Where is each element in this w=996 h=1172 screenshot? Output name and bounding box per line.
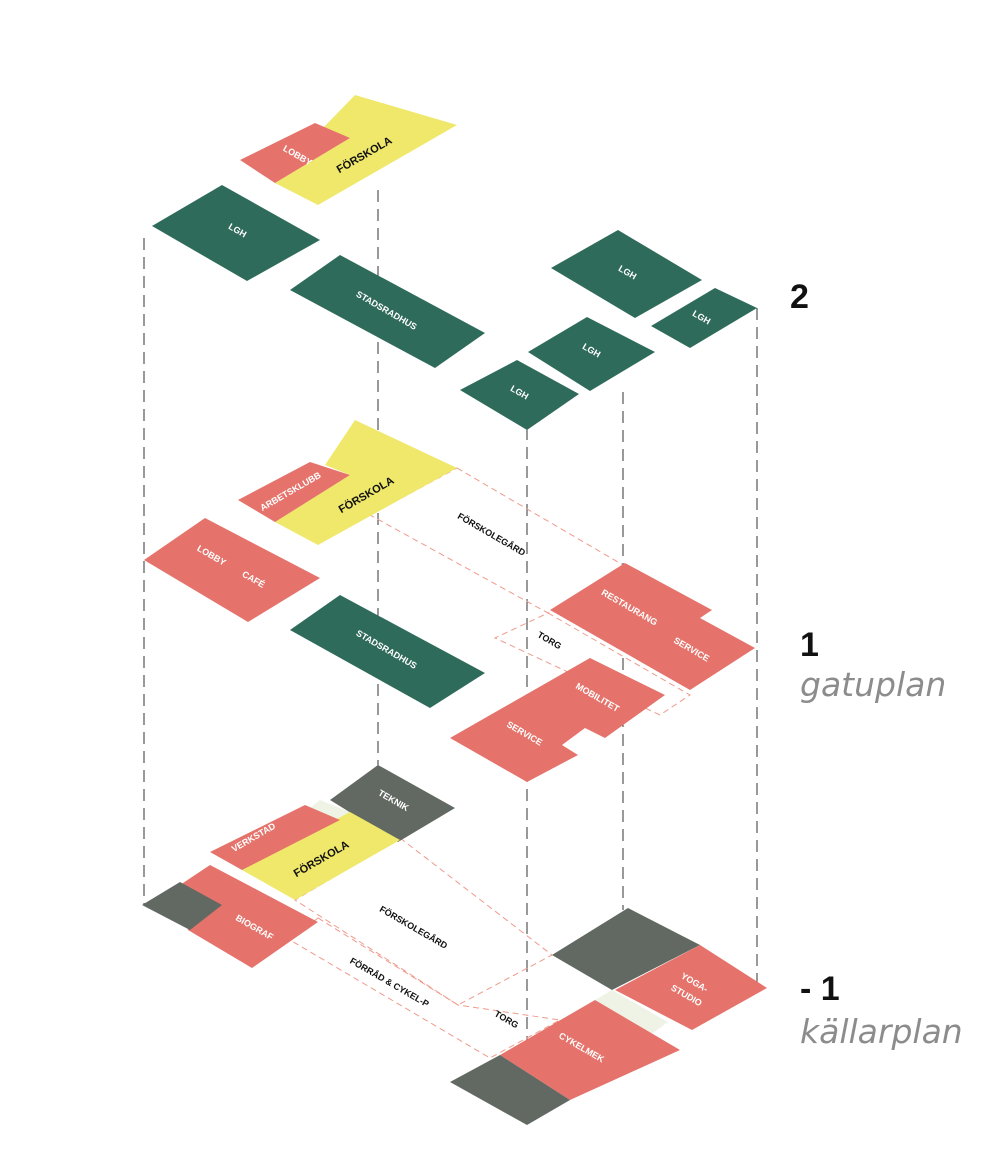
level-number-2: 2: [790, 278, 809, 316]
lobby-cafe-block: [144, 518, 320, 622]
level-subtitle-gatuplan: gatuplan: [800, 665, 947, 704]
label-forrad: FÖRRÅD & CYKEL-P: [348, 956, 431, 1009]
forskola-block-low: [242, 812, 400, 900]
lgh-block-b: [551, 230, 702, 318]
arbetsklubb-block: [238, 462, 350, 522]
level-subtitle-kallarplan: källarplan: [800, 1012, 963, 1051]
yoga-studio-block: [615, 945, 767, 1030]
cykelmek-block: [500, 1000, 680, 1100]
forskola-block-top: [275, 95, 457, 205]
lobby-block-top: [240, 123, 350, 183]
level-number-minus-1: - 1: [800, 970, 840, 1008]
label-torg-mid: TORG: [536, 630, 563, 652]
gray-block-low-right-top: [552, 908, 700, 990]
lgh-block-e: [460, 360, 579, 430]
gray-block-low-left: [142, 882, 222, 930]
verkstad-block: [210, 805, 340, 870]
restaurang-service-block: [550, 563, 755, 690]
cream-strip-low-left: [310, 800, 350, 820]
label-forskolegard-low: FÖRSKOLEGÅRD: [378, 904, 450, 951]
lgh-block-c: [651, 288, 757, 348]
level-minus-1-plan: TEKNIK VERKSTAD FÖRSKOLA BIOGRAF FÖRSKOL…: [142, 765, 767, 1125]
gray-block-low-right-bottom: [450, 1055, 570, 1125]
lgh-block-a: [152, 185, 320, 281]
level-2-plan: LOBBY FÖRSKOLA LGH STADSRADHUS LGH LGH L…: [152, 95, 757, 430]
level-number-1: 1: [800, 626, 819, 664]
label-forskolegard-mid: FÖRSKOLEGÅRD: [456, 511, 528, 558]
stadsradhus-block-top: [290, 255, 485, 368]
cream-strip-low-right: [595, 990, 668, 1035]
torg-outline-mid: [493, 612, 691, 716]
biograf-block-salmon: [180, 865, 318, 968]
forskola-block-mid: [275, 420, 457, 545]
teknik-block: [330, 765, 455, 842]
level-1-plan: ARBETSKLUBB FÖRSKOLA FÖRSKOLEGÅRD LOBBY …: [144, 420, 755, 782]
mobilitet-service-block: [450, 658, 665, 782]
stadsradhus-block-mid: [290, 595, 485, 708]
lgh-block-d: [528, 317, 655, 391]
